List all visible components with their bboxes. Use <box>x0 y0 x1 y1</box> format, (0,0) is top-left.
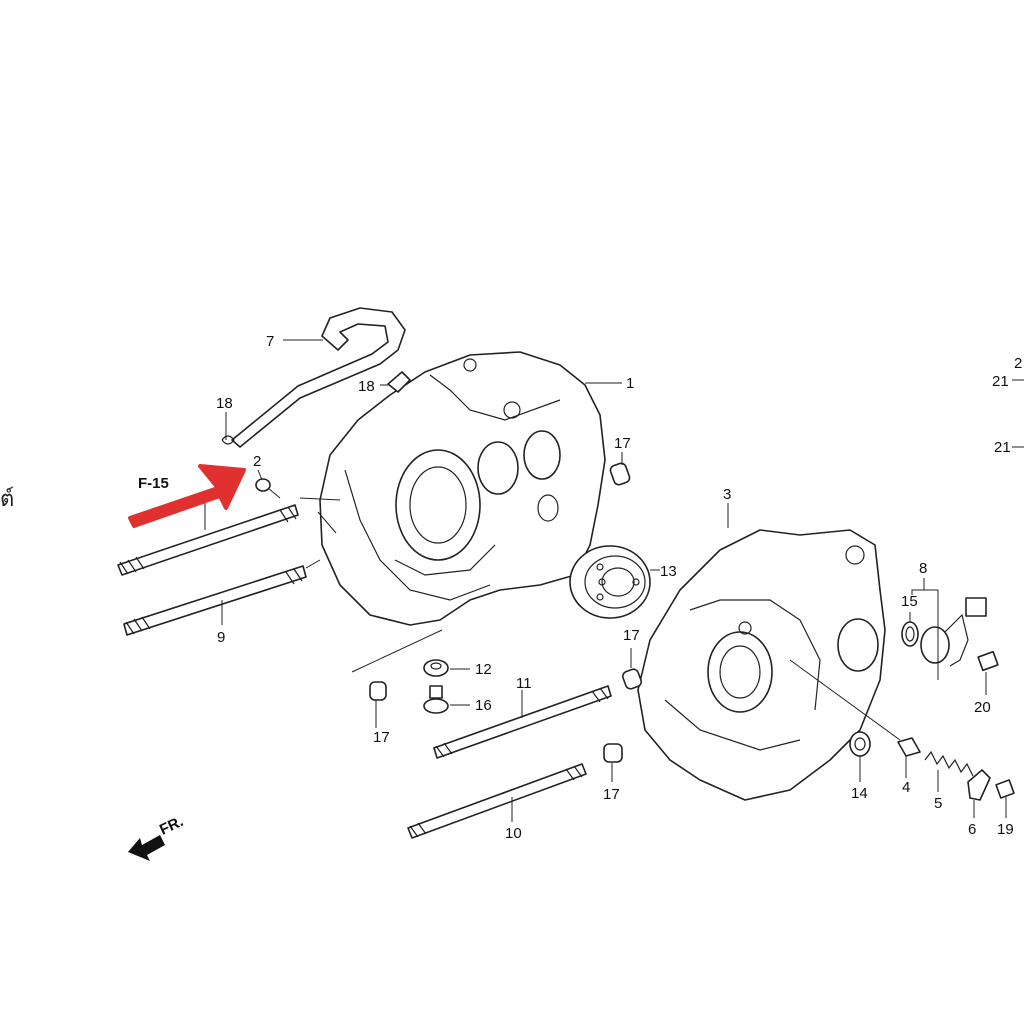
stud-bolt-lower <box>123 565 307 636</box>
stud-bolt-upper <box>117 504 299 576</box>
callout-18b: 18 <box>358 378 375 395</box>
stud-bolt-10 <box>407 763 587 839</box>
reference-label: F-15 <box>138 475 169 492</box>
callout-14: 14 <box>851 785 868 802</box>
dowel-17d <box>603 743 623 763</box>
callout-21a: 21 <box>992 373 1009 390</box>
callout-7: 7 <box>266 333 274 350</box>
callout-5: 5 <box>934 795 942 812</box>
oil-seal-14 <box>849 731 871 757</box>
callout-4: 4 <box>902 779 910 796</box>
leader-lines <box>204 339 1024 822</box>
bolt-19 <box>995 779 1015 799</box>
dowel-17a <box>609 462 631 486</box>
front-direction-arrow <box>128 835 165 861</box>
breather-hose <box>231 307 406 448</box>
left-crankcase <box>319 351 606 626</box>
sensor-8 <box>920 597 987 667</box>
dowel-pin <box>255 478 271 492</box>
callout-16: 16 <box>475 697 492 714</box>
washer-12 <box>423 659 449 677</box>
bolt-20 <box>977 650 999 672</box>
right-crankcase <box>637 529 886 801</box>
callout-6: 6 <box>968 821 976 838</box>
callout-17c: 17 <box>623 627 640 644</box>
dowel-17c <box>622 668 642 690</box>
callout-17a: 17 <box>614 435 631 452</box>
stud-bolt-11 <box>433 685 612 759</box>
front-label: FR. <box>157 813 186 839</box>
pin-4 <box>897 737 921 757</box>
o-ring-15 <box>901 621 919 647</box>
callout-1: 1 <box>626 375 634 392</box>
callout-2-edge: 2 <box>1014 355 1022 372</box>
callout-17d: 17 <box>603 786 620 803</box>
callout-10: 10 <box>505 825 522 842</box>
highlight-arrow <box>128 464 246 528</box>
callout-20: 20 <box>974 699 991 716</box>
callout-21b: 21 <box>994 439 1011 456</box>
callout-12: 12 <box>475 661 492 678</box>
bracket-6 <box>967 769 991 801</box>
callout-numbers: 1 2 3 4 5 6 7 8 9 10 11 12 13 14 15 16 1… <box>216 333 1022 842</box>
bolt-16 <box>423 685 449 714</box>
dowel-17b <box>369 681 387 701</box>
cropped-edge-text: ต์ <box>0 487 14 512</box>
callout-2: 2 <box>253 453 261 470</box>
clip-18 <box>387 371 411 393</box>
callout-15: 15 <box>901 593 918 610</box>
callout-17b: 17 <box>373 729 390 746</box>
callout-18a: 18 <box>216 395 233 412</box>
bearing <box>569 545 651 619</box>
callout-9: 9 <box>217 629 225 646</box>
callout-3: 3 <box>723 486 731 503</box>
callout-19: 19 <box>997 821 1014 838</box>
callout-11: 11 <box>516 675 532 692</box>
callout-13: 13 <box>660 563 677 580</box>
spring-5 <box>924 750 974 777</box>
callout-8: 8 <box>919 560 927 577</box>
